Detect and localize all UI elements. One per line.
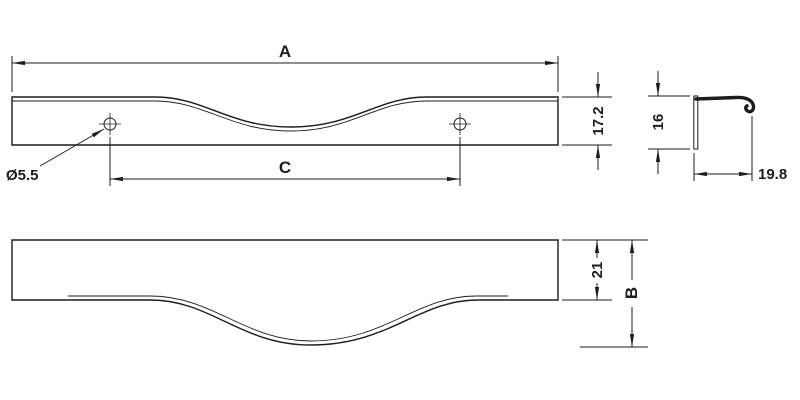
dimension-hole-spacing: C [109, 137, 461, 186]
dimension-c-label: C [279, 158, 291, 177]
profile-leg [693, 95, 699, 150]
plan-view-edge-line [68, 295, 508, 342]
hole-diameter-callout: Ø5.5 [6, 128, 105, 184]
dimension-19-8-label: 19.8 [758, 166, 787, 183]
dimension-profile-depth: 19.8 [693, 116, 787, 183]
plan-view [11, 239, 559, 346]
dimension-21-label: 21 [589, 262, 606, 279]
dimension-b-label: B [622, 287, 641, 299]
dimension-17-2-label: 17.2 [590, 106, 607, 135]
profile-view [693, 95, 756, 150]
screw-hole-right [449, 113, 471, 135]
dimension-profile-height: 16 [648, 71, 690, 174]
dimension-16-label: 16 [650, 114, 667, 131]
dimension-plan-total-height: B [580, 240, 648, 348]
screw-hole-left [99, 113, 121, 135]
front-view [11, 96, 559, 146]
hole-diameter-label: Ø5.5 [6, 167, 39, 184]
front-view-edge-line [12, 100, 558, 132]
dimension-overall-width: A [11, 42, 559, 92]
dimension-front-height: 17.2 [562, 72, 612, 170]
leader-line [39, 128, 105, 167]
plan-view-outline [11, 239, 559, 346]
dimension-a-label: A [279, 42, 291, 61]
profile-top-hook [694, 95, 756, 114]
front-view-outline [11, 96, 559, 146]
